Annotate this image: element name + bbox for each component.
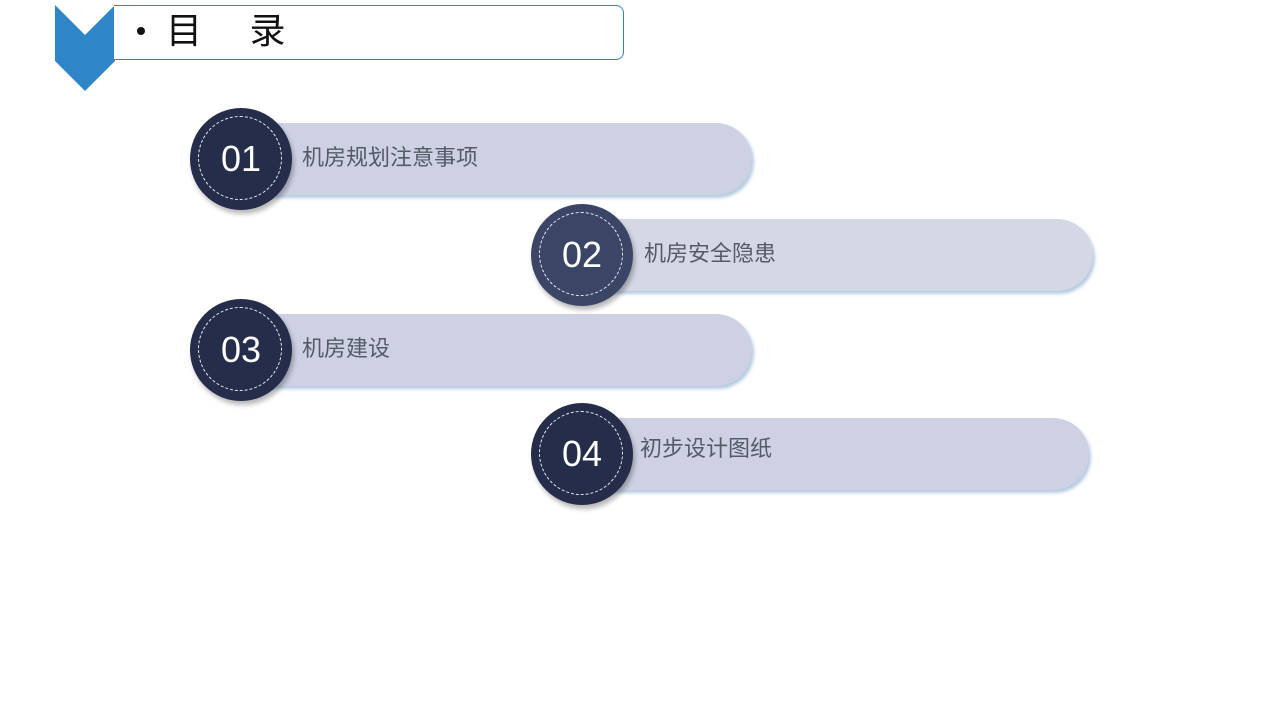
agenda-number-badge: 01 <box>190 108 292 210</box>
agenda-item-bar <box>581 219 1093 291</box>
agenda-item-02: 机房安全隐患 02 <box>531 204 1097 308</box>
agenda-item-bar <box>581 418 1089 490</box>
dashed-ring <box>198 307 282 391</box>
title-frame <box>114 5 624 60</box>
agenda-number: 01 <box>220 138 262 179</box>
agenda-item-bar <box>240 314 752 386</box>
agenda-number-badge: 04 <box>531 403 633 505</box>
agenda-item-label: 机房建设 <box>302 337 391 362</box>
dashed-ring <box>539 212 623 296</box>
page-title: 目 录 <box>166 11 304 52</box>
agenda-number: 04 <box>561 433 603 474</box>
agenda-item-label: 机房规划注意事项 <box>302 146 479 171</box>
agenda-number: 02 <box>561 234 603 275</box>
agenda-item-03: 机房建设 03 <box>190 299 756 403</box>
agenda-number-badge: 03 <box>190 299 292 401</box>
agenda-number: 03 <box>220 329 262 370</box>
dashed-ring <box>539 411 623 495</box>
agenda-item-label: 初步设计图纸 <box>640 437 773 462</box>
agenda-item-label: 机房安全隐患 <box>644 242 777 267</box>
chevron-down-icon <box>55 5 115 91</box>
dashed-ring <box>198 116 282 200</box>
agenda-item-01: 机房规划注意事项 01 <box>190 108 756 212</box>
bullet-icon <box>137 27 145 35</box>
agenda-number-badge: 02 <box>531 204 633 306</box>
agenda-item-04: 初步设计图纸 04 <box>531 403 1097 507</box>
agenda-item-bar <box>240 123 752 195</box>
